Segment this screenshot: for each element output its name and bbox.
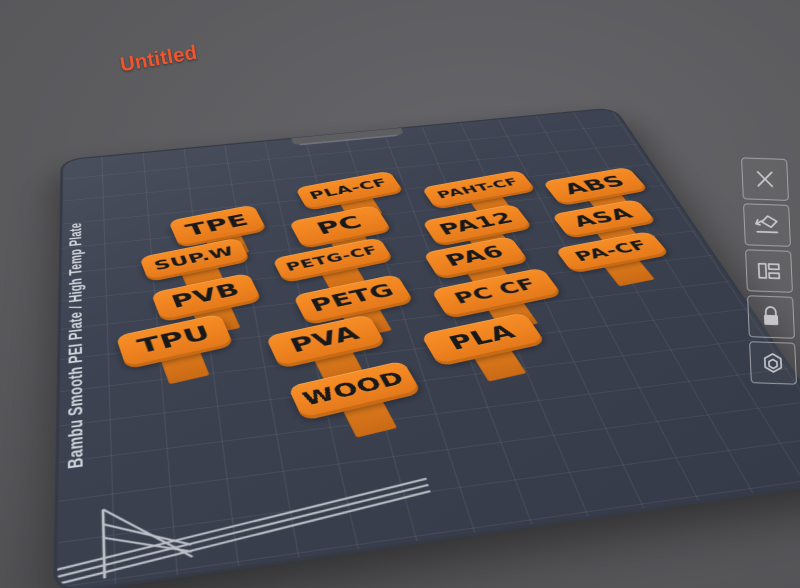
filament-label-text: PC CF (450, 275, 541, 308)
filament-label-text: ASA (568, 204, 638, 231)
layout-tool[interactable] (745, 249, 793, 293)
filament-label-text: PVA (286, 322, 364, 358)
plated-object[interactable]: PA12 (421, 203, 532, 258)
arrange-icon (752, 212, 781, 239)
plated-object[interactable]: PVA (265, 314, 385, 384)
plated-object[interactable]: TPE (168, 204, 267, 260)
lock-tool[interactable] (747, 295, 795, 339)
project-title: Untitled (118, 41, 199, 77)
lock-icon (758, 304, 783, 331)
settings-tool[interactable] (749, 341, 797, 385)
plated-object[interactable]: PA-CF (554, 231, 669, 287)
plated-object[interactable]: PC (288, 205, 391, 262)
filament-label-chip[interactable]: PA-CF (554, 231, 669, 272)
filament-label-text: PC (312, 212, 367, 239)
filament-label-text: PLA-CF (307, 176, 391, 203)
build-plate-scene: Bambu Smooth PEI Plate / High Temp Plate… (56, 108, 800, 588)
object-toolbar[interactable] (741, 157, 799, 385)
filament-label-text: PAHT-CF (434, 176, 522, 201)
hex-gear-icon (759, 350, 786, 377)
filament-label-text: PETG-CF (283, 243, 381, 274)
filament-label-chip[interactable]: TPU (115, 313, 233, 367)
plated-object[interactable]: PETG (292, 273, 413, 339)
delete-tool[interactable] (741, 157, 789, 201)
layout-list-icon (754, 259, 783, 284)
arrange-tool[interactable] (743, 203, 791, 247)
plated-object[interactable]: ABS (542, 166, 648, 217)
plated-objects: PLA-CF TPE PAHT-CF ABS PC SUP.W PA12 ASA PETG-CF… (57, 109, 800, 588)
filament-label-text: PA-CF (571, 237, 652, 265)
filament-label-text: TPU (134, 321, 214, 359)
filament-label-text: PA12 (435, 209, 518, 239)
plated-object[interactable]: PLA-CF (295, 170, 403, 221)
plated-object[interactable]: SUP.W (139, 237, 250, 295)
x-icon (751, 166, 778, 193)
filament-label-text: SUP.W (151, 243, 237, 274)
plated-object[interactable]: TPU (115, 313, 233, 385)
plated-object[interactable]: PC CF (430, 267, 561, 332)
plated-object[interactable]: PLA (420, 312, 545, 382)
plated-object[interactable]: PAHT-CF (421, 169, 536, 219)
